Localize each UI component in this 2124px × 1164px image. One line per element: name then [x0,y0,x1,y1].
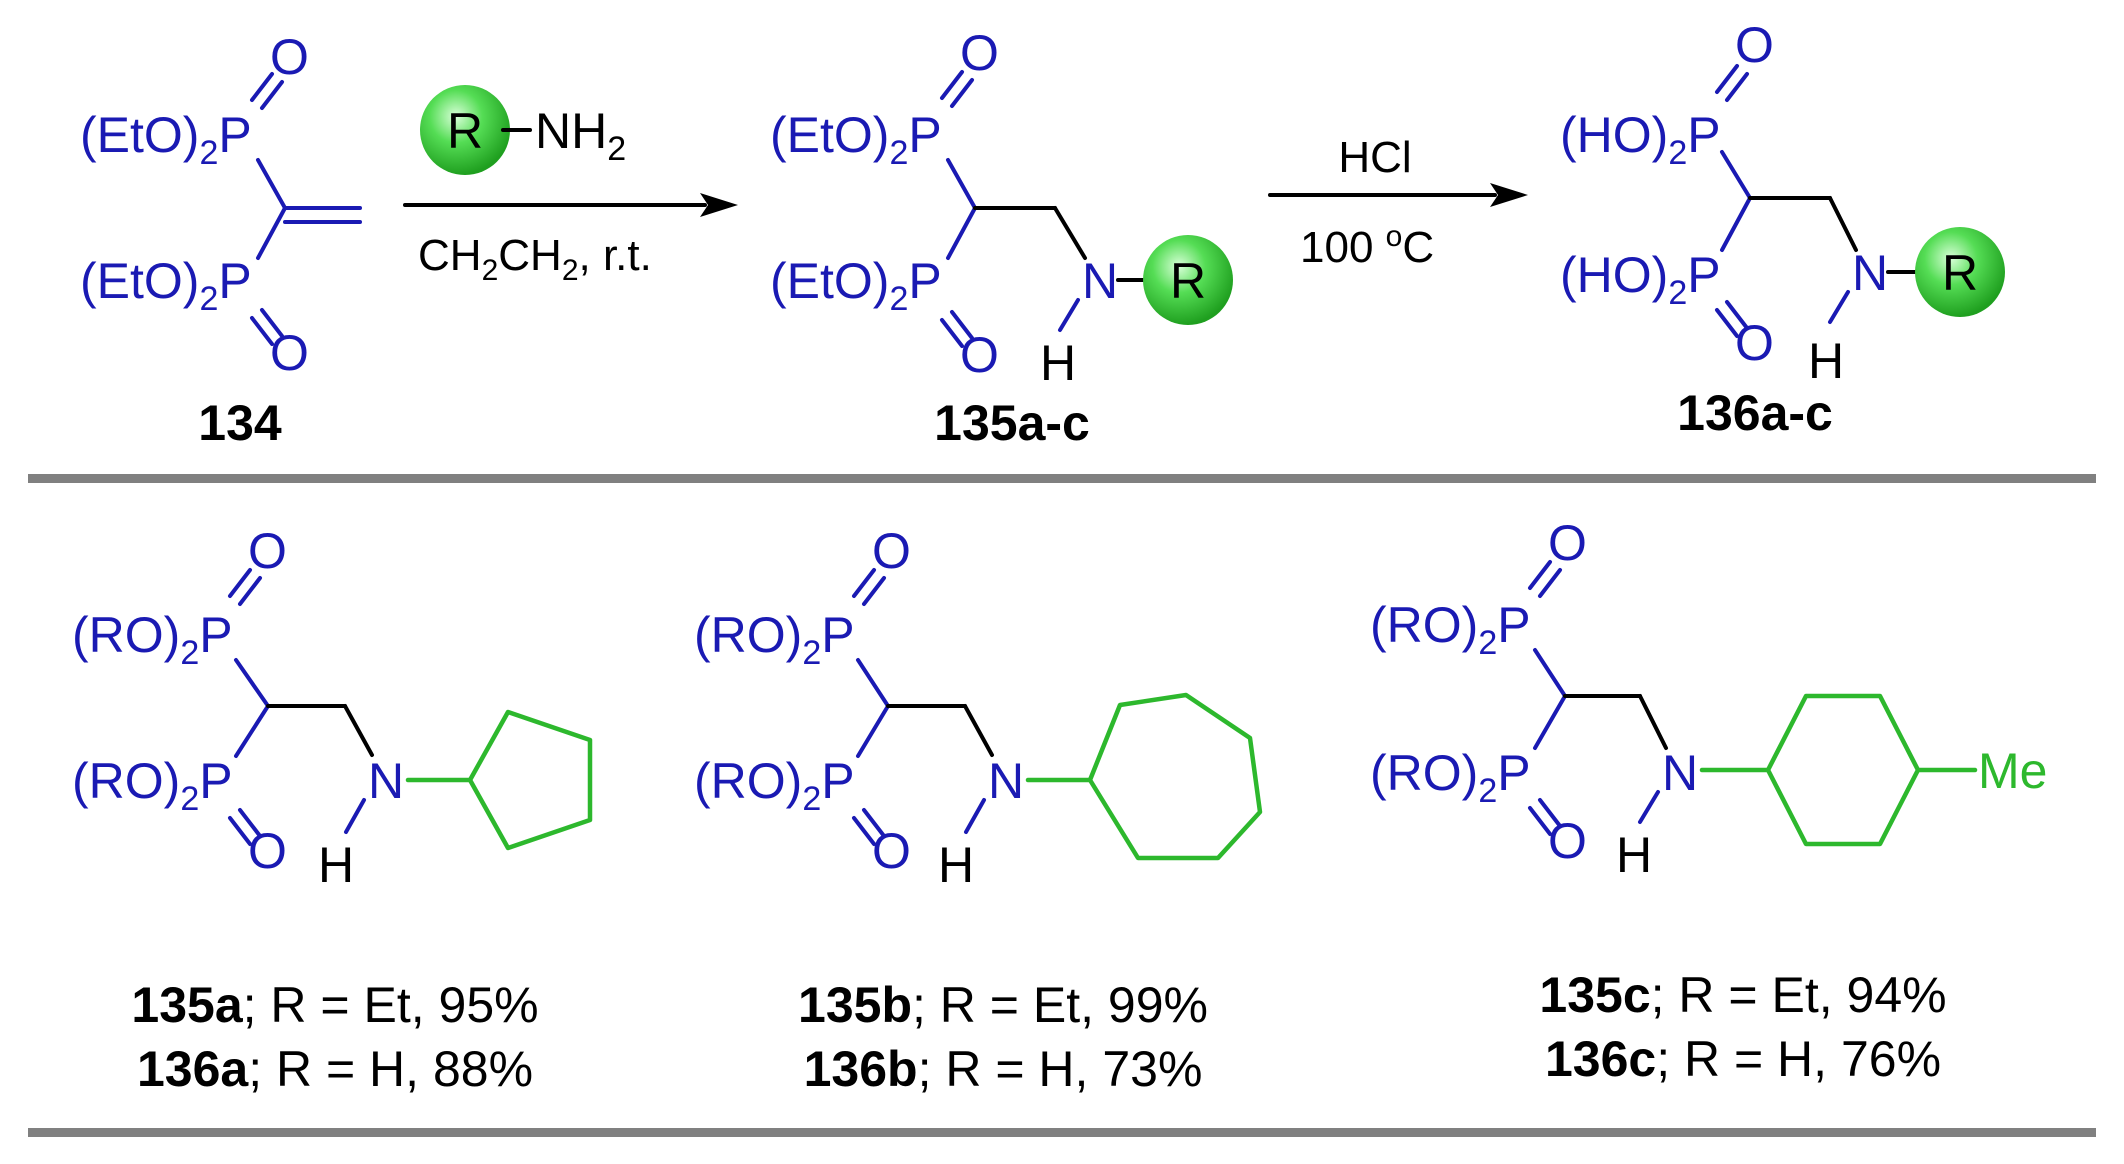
svg-text:NH2: NH2 [535,103,626,168]
result-b: 135b; R = Et, 99% 136b; R = H, 73% [798,977,1208,1097]
result-line-c1: 135c; R = Et, 94% [1539,967,1946,1023]
result-line-c2: 136c; R = H, 76% [1545,1031,1941,1087]
svg-text:O: O [1548,515,1587,571]
result-line-a1: 135a; R = Et, 95% [131,977,538,1033]
svg-text:O: O [1735,17,1774,73]
compound-label-136: 136a-c [1677,385,1833,441]
compound-label-134: 134 [198,395,282,451]
svg-text:O: O [1735,315,1774,371]
r-group-sphere [1915,227,2005,317]
svg-text:(RO)2P: (RO)2P [1370,745,1531,810]
svg-text:HCl: HCl [1338,133,1411,182]
compound-135-structure: (EtO)2P O (EtO)2P O N H R [770,25,1233,391]
oxygen-label: O [270,29,309,85]
result-a: 135a; R = Et, 95% 136a; R = H, 88% [131,977,538,1097]
result-line-b2: 136b; R = H, 73% [804,1041,1203,1097]
divider-top [28,474,2096,483]
svg-text:100 oC: 100 oC [1300,220,1434,272]
svg-text:O: O [872,523,911,579]
reaction-arrow-1: R NH2 CH2CH2, r.t. [403,85,738,287]
svg-text:(RO)2P: (RO)2P [1370,597,1531,662]
r-group-sphere [420,85,510,175]
result-c: 135c; R = Et, 94% 136c; R = H, 76% [1539,967,1946,1087]
compound-136-structure: (HO)2P O (HO)2P O N H R [1560,17,2005,389]
result-line-a2: 136a; R = H, 88% [137,1041,533,1097]
svg-text:(HO)2P: (HO)2P [1560,107,1721,172]
svg-text:Me: Me [1978,743,2047,799]
svg-text:(RO)2P: (RO)2P [694,753,855,818]
svg-text:H: H [1616,827,1652,883]
svg-text:(RO)2P: (RO)2P [72,753,233,818]
svg-text:N: N [1082,253,1118,309]
divider-bottom [28,1128,2096,1137]
svg-text:O: O [1548,813,1587,869]
svg-text:O: O [248,523,287,579]
svg-text:O: O [248,823,287,879]
compound-label-135: 135a-c [934,395,1090,451]
svg-text:N: N [988,753,1024,809]
svg-text:H: H [938,837,974,893]
svg-text:(EtO)2P: (EtO)2P [770,253,942,318]
svg-text:(RO)2P: (RO)2P [72,607,233,672]
svg-text:(HO)2P: (HO)2P [1560,247,1721,312]
oxygen-label: O [270,325,309,381]
svg-text:O: O [960,327,999,383]
svg-text:N: N [1662,745,1698,801]
etop-label: (EtO)2P [80,107,252,172]
svg-text:R: R [1170,253,1206,309]
svg-text:R: R [1942,245,1978,301]
r-group-sphere [1143,235,1233,325]
svg-text:O: O [872,823,911,879]
result-line-b1: 135b; R = Et, 99% [798,977,1208,1033]
svg-text:H: H [318,837,354,893]
svg-text:O: O [960,25,999,81]
structure-c: (RO)2P O (RO)2P O N H Me [1370,515,2047,883]
svg-text:R: R [447,103,483,159]
structure-b: (RO)2P O (RO)2P O N H [694,523,1263,893]
svg-text:(EtO)2P: (EtO)2P [770,107,942,172]
svg-text:N: N [1852,245,1888,301]
svg-text:H: H [1040,335,1076,391]
svg-text:N: N [368,753,404,809]
structure-a: (RO)2P O (RO)2P O N H [72,523,593,893]
compound-134-structure: (EtO)2P O (EtO)2P O [80,29,362,381]
svg-text:H: H [1808,333,1844,389]
reaction-arrow-2: HCl 100 oC [1268,133,1528,272]
etop-label: (EtO)2P [80,253,252,318]
svg-text:(RO)2P: (RO)2P [694,607,855,672]
step1-conditions: CH2CH2, r.t. [418,231,652,287]
